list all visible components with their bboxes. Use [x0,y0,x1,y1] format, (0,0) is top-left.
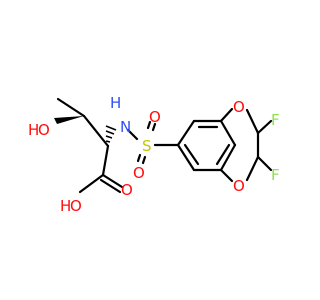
atom-hydroxyl-o: O [38,121,50,139]
ring-bond-3 [219,119,237,147]
atom-amine-h: H [110,94,121,112]
bond-c1-o-double-b [99,178,122,194]
atom-sulfonyl-o-bottom: O [133,164,145,182]
bond-s-o-top-b [151,122,157,132]
atom-acid-h: H [60,197,71,215]
dioxole-bond-4 [245,155,260,182]
atom-ring-o-top: O [233,98,245,116]
bond-n-s [126,128,139,141]
ring-bond-1 [176,119,196,147]
ring-bond-6 [176,143,196,172]
bond-cf2-f-top [256,119,273,135]
atom-sulfur: S [142,137,152,155]
atom-amine-n: N [120,118,131,136]
bond-cf2-f-bottom [256,155,273,172]
ring-inner-bond-3 [183,143,200,166]
structure-drawing: H O H N S O O O O F F O O H [28,94,280,215]
bond-s-o-bottom-a [136,153,142,163]
dioxole-bond-2 [219,168,234,183]
atom-ring-o-bottom: O [233,177,245,195]
bond-s-o-top-a [146,120,152,130]
atom-carbonyl-o: O [121,181,133,199]
wedge-bond-c3-oh [54,116,84,124]
atom-fluorine-top: F [271,111,280,129]
ring-inner-bond-2 [215,143,231,166]
atom-acid-o: O [70,197,82,215]
bond-methyl-c3 [56,97,86,118]
atom-sulfonyl-o-top: O [149,108,161,126]
atom-fluorine-bottom: F [271,166,280,184]
molecule-diagram: H O H N S O O O O F F O O H [28,94,280,215]
dioxole-bond-3 [245,108,260,135]
ring-bond-4 [219,143,237,172]
bond-c1-o-double-a [101,173,124,189]
bond-c2-c1 [101,144,110,177]
atom-hydroxyl-h: H [28,121,39,139]
dioxole-bond-1 [219,107,234,123]
bond-s-o-bottom-b [141,155,147,165]
hashed-bond-c2-n [105,125,117,143]
bond-c1-oh [78,173,105,194]
bond-c3-c2 [82,114,110,148]
